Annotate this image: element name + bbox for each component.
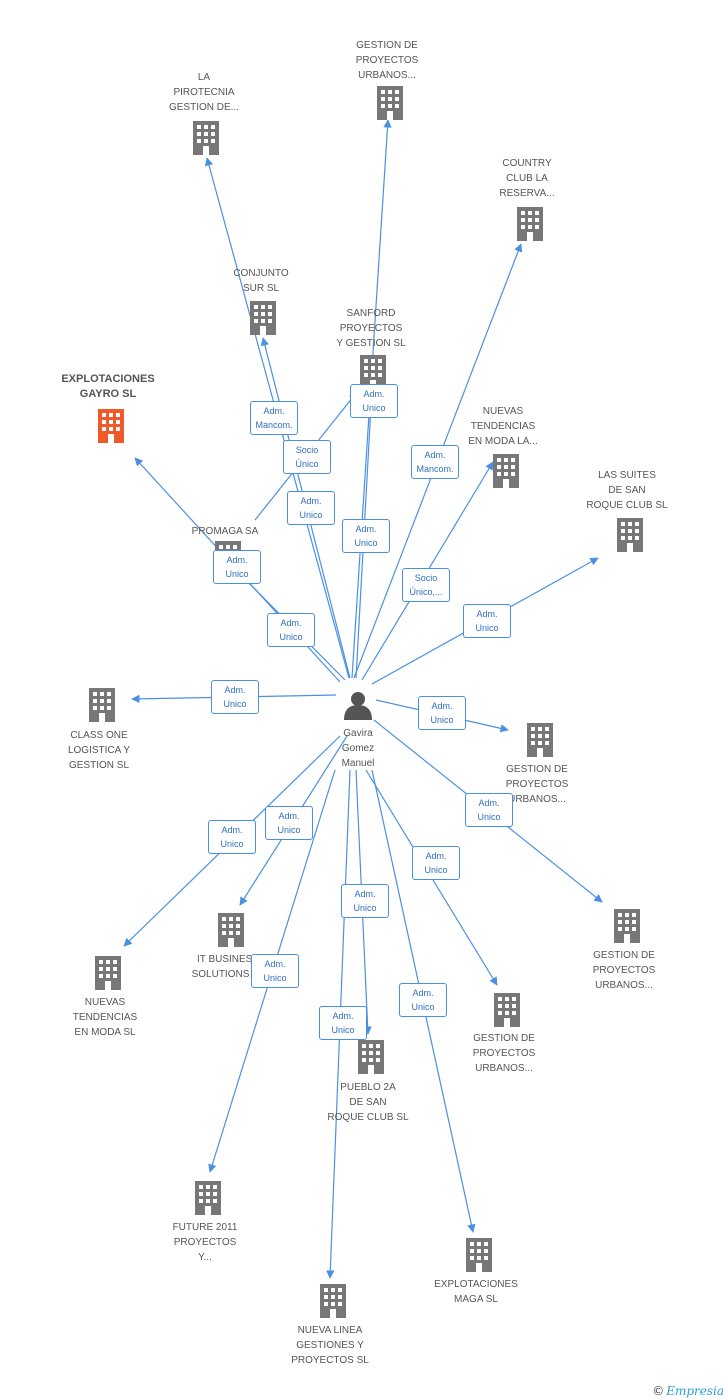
company-node-explotaciones-maga[interactable]: EXPLOTACIONES MAGA SL: [416, 1277, 536, 1307]
building-icon[interactable]: [614, 909, 640, 943]
building-icon[interactable]: [466, 1238, 492, 1272]
building-icon[interactable]: [517, 207, 543, 241]
company-label[interactable]: NUEVAS TENDENCIAS EN MODA LA...: [468, 406, 538, 447]
footer-brand: ©Empresia: [652, 1384, 724, 1398]
empresia-logo: Empresia: [666, 1384, 724, 1398]
company-node-explotaciones-gayro[interactable]: EXPLOTACIONES GAYRO SL: [48, 372, 168, 402]
copyright-mark: ©: [652, 1384, 665, 1398]
role-badge[interactable]: Adm. Unico: [211, 680, 259, 714]
company-label[interactable]: GESTION DE PROYECTOS URBANOS...: [592, 950, 656, 991]
company-node-class-one[interactable]: CLASS ONE LOGISTICA Y GESTION SL: [39, 728, 159, 773]
company-label[interactable]: CONJUNTO SUR SL: [233, 268, 289, 294]
building-icon[interactable]: [218, 913, 244, 947]
building-icon[interactable]: [494, 993, 520, 1027]
role-badge[interactable]: Adm. Unico: [350, 384, 398, 418]
company-label[interactable]: FUTURE 2011 PROYECTOS Y...: [172, 1222, 238, 1263]
role-badge[interactable]: Adm. Unico: [418, 696, 466, 730]
person-icon: [344, 692, 372, 720]
company-node-sanford[interactable]: SANFORD PROYECTOS Y GESTION SL: [311, 306, 431, 351]
company-label[interactable]: EXPLOTACIONES GAYRO SL: [61, 373, 155, 400]
role-badge[interactable]: Socio Único: [283, 440, 331, 474]
company-label[interactable]: GESTION DE PROYECTOS URBANOS...: [505, 764, 569, 805]
company-node-gestion-proyectos-urbanos-right1[interactable]: GESTION DE PROYECTOS URBANOS...: [477, 762, 597, 807]
company-node-nueva-linea[interactable]: NUEVA LINEA GESTIONES Y PROYECTOS SL: [270, 1323, 390, 1368]
company-node-promaga[interactable]: PROMAGA SA: [165, 524, 285, 539]
company-node-country-club[interactable]: COUNTRY CLUB LA RESERVA...: [467, 156, 587, 201]
company-label[interactable]: CLASS ONE LOGISTICA Y GESTION SL: [67, 730, 131, 771]
role-badge[interactable]: Adm. Unico: [251, 954, 299, 988]
role-badge[interactable]: Adm. Unico: [465, 793, 513, 827]
role-badge[interactable]: Adm. Unico: [412, 846, 460, 880]
company-node-la-pirotecnia[interactable]: LA PIROTECNIA GESTION DE...: [144, 70, 264, 115]
company-label[interactable]: LAS SUITES DE SAN ROQUE CLUB SL: [586, 470, 668, 511]
company-label[interactable]: COUNTRY CLUB LA RESERVA...: [499, 158, 555, 199]
role-badge[interactable]: Adm. Unico: [267, 613, 315, 647]
company-label[interactable]: GESTION DE PROYECTOS URBANOS...: [355, 40, 419, 81]
company-node-future-2011[interactable]: FUTURE 2011 PROYECTOS Y...: [145, 1220, 265, 1265]
role-badge[interactable]: Adm. Unico: [265, 806, 313, 840]
building-icon[interactable]: [98, 409, 124, 443]
building-icon[interactable]: [195, 1181, 221, 1215]
building-icon[interactable]: [377, 86, 403, 120]
role-badge[interactable]: Adm. Mancom.: [250, 401, 298, 435]
company-node-las-suites[interactable]: LAS SUITES DE SAN ROQUE CLUB SL: [567, 468, 687, 513]
company-label[interactable]: NUEVA LINEA GESTIONES Y PROYECTOS SL: [291, 1325, 369, 1366]
role-badge[interactable]: Adm. Unico: [213, 550, 261, 584]
building-icon[interactable]: [193, 121, 219, 155]
building-icon[interactable]: [493, 454, 519, 488]
company-node-conjunto-sur[interactable]: CONJUNTO SUR SL: [201, 266, 321, 296]
company-label[interactable]: NUEVAS TENDENCIAS EN MODA SL: [72, 997, 138, 1038]
building-icon[interactable]: [250, 301, 276, 335]
building-icon[interactable]: [617, 518, 643, 552]
role-badge[interactable]: Adm. Unico: [463, 604, 511, 638]
company-node-gestion-proyectos-urbanos-top[interactable]: GESTION DE PROYECTOS URBANOS...: [327, 38, 447, 83]
company-node-pueblo-2a[interactable]: PUEBLO 2A DE SAN ROQUE CLUB SL: [308, 1080, 428, 1125]
company-label[interactable]: SANFORD PROYECTOS Y GESTION SL: [336, 308, 406, 349]
company-node-gestion-proyectos-urbanos-right2[interactable]: GESTION DE PROYECTOS URBANOS...: [564, 948, 684, 993]
company-label[interactable]: PUEBLO 2A DE SAN ROQUE CLUB SL: [327, 1082, 409, 1123]
role-badge[interactable]: Adm. Unico: [208, 820, 256, 854]
company-label[interactable]: LA PIROTECNIA GESTION DE...: [168, 72, 239, 113]
role-badge[interactable]: Adm. Unico: [341, 884, 389, 918]
role-badge[interactable]: Adm. Unico: [287, 491, 335, 525]
building-icon[interactable]: [320, 1284, 346, 1318]
role-badge[interactable]: Adm. Unico: [399, 983, 447, 1017]
role-badge[interactable]: Socio Único,...: [402, 568, 450, 602]
company-label[interactable]: GESTION DE PROYECTOS URBANOS...: [472, 1033, 536, 1074]
role-badge[interactable]: Adm. Unico: [319, 1006, 367, 1040]
building-icon[interactable]: [95, 956, 121, 990]
building-icon[interactable]: [527, 723, 553, 757]
role-badge[interactable]: Adm. Mancom.: [411, 445, 459, 479]
company-label[interactable]: EXPLOTACIONES MAGA SL: [434, 1279, 518, 1305]
person-name[interactable]: Gavira Gomez Manuel: [341, 728, 375, 769]
company-node-nuevas-tendencias-moda-la[interactable]: NUEVAS TENDENCIAS EN MODA LA...: [443, 404, 563, 449]
role-badge[interactable]: Adm. Unico: [342, 519, 390, 553]
company-node-nuevas-tendencias-moda-sl[interactable]: NUEVAS TENDENCIAS EN MODA SL: [45, 995, 165, 1040]
building-icon[interactable]: [358, 1040, 384, 1074]
company-label[interactable]: PROMAGA SA: [191, 526, 259, 537]
building-icon[interactable]: [89, 688, 115, 722]
company-node-gestion-proyectos-urbanos-bottom[interactable]: GESTION DE PROYECTOS URBANOS...: [444, 1031, 564, 1076]
